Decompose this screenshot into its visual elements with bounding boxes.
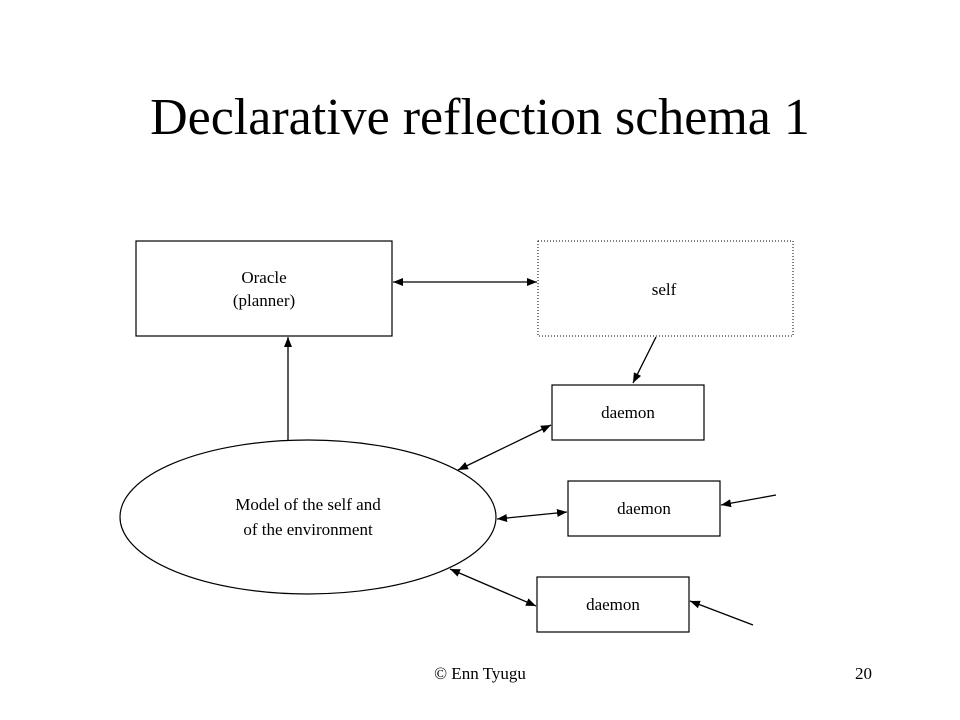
model-label: Model of the self and xyxy=(235,495,381,514)
oracle-node: Oracle (planner) xyxy=(135,240,393,337)
model-daemon3-double-arrow xyxy=(449,568,537,607)
daemon-label-3: daemon xyxy=(586,595,640,614)
footer-author: © Enn Tyugu xyxy=(434,664,526,683)
oracle-label: Oracle xyxy=(241,268,286,287)
model-node: Model of the self and of the environment xyxy=(119,439,497,595)
oracle-sublabel: (planner) xyxy=(233,291,295,310)
model-sublabel: of the environment xyxy=(243,520,373,539)
model-daemon1-double-arrow xyxy=(457,424,552,471)
external-to-daemon3-arrow xyxy=(689,600,754,626)
daemon-node-1: daemon xyxy=(551,384,705,441)
self-node: self xyxy=(537,240,794,337)
slide-title: Declarative reflection schema 1 xyxy=(150,89,810,146)
self-to-daemon-arrow xyxy=(632,336,657,384)
model-daemon2-double-arrow xyxy=(496,509,568,522)
daemon-node-3: daemon xyxy=(536,576,690,633)
daemon-label-1: daemon xyxy=(601,403,655,422)
daemon-label-2: daemon xyxy=(617,499,671,518)
self-label: self xyxy=(652,280,677,299)
external-to-daemon2-arrow xyxy=(720,494,777,508)
daemon-node-2: daemon xyxy=(567,480,721,537)
page-number: 20 xyxy=(855,664,872,683)
